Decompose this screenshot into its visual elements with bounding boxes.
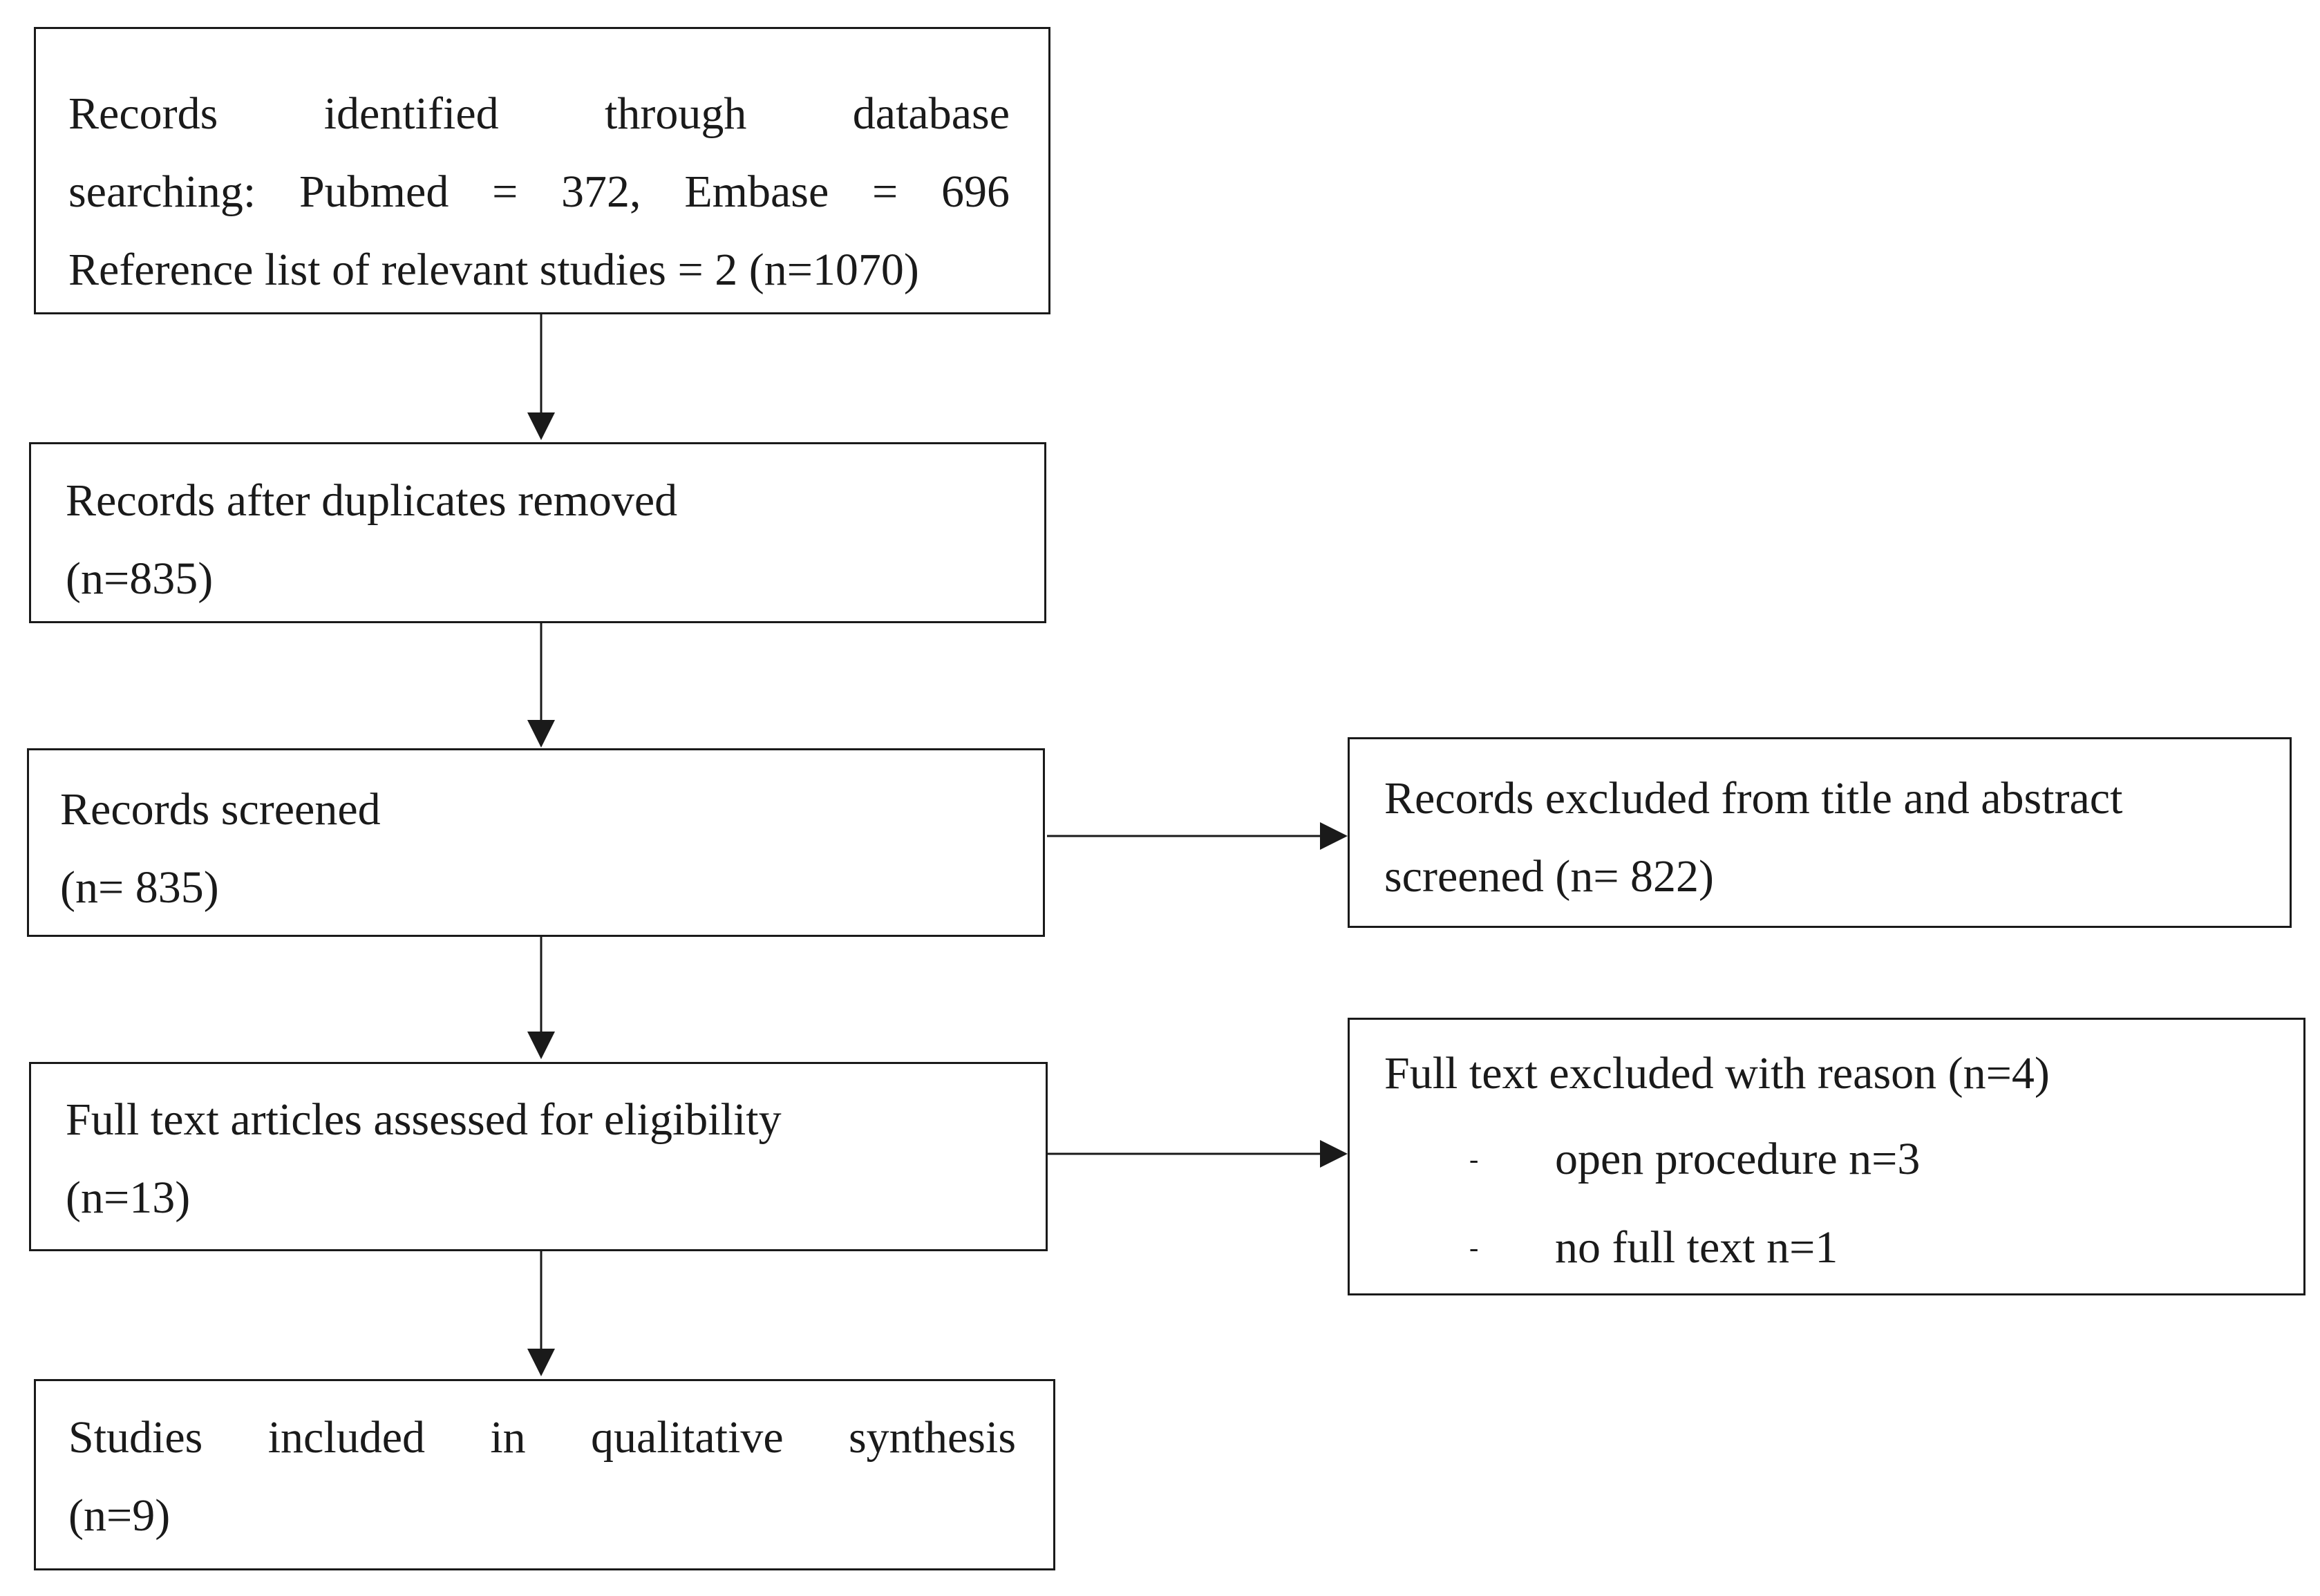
excluded-reason-item: - open procedure n=3 [1384, 1117, 2283, 1205]
excluded-fulltext-label: Full text excluded with reason (n=4) [1384, 1048, 2050, 1099]
arrow-duplicates-to-screened [527, 623, 555, 748]
identification-line-2: searching: Pubmed = 372, Embase = 696 [68, 167, 1010, 217]
excluded-screening-label: Records excluded from title and abstract [1384, 773, 2123, 824]
reason-text: open procedure n=3 [1555, 1134, 1921, 1184]
excluded-reason-item: - no full text n=1 [1384, 1205, 2283, 1293]
eligibility-label: Full text articles assessed for eligibil… [66, 1094, 782, 1145]
duplicates-removed-box: Records after duplicates removed (n=835) [29, 442, 1046, 623]
excluded-fulltext-box: Full text excluded with reason (n=4) - o… [1348, 1018, 2305, 1295]
eligibility-box: Full text articles assessed for eligibil… [29, 1062, 1048, 1251]
included-count: (n=9) [68, 1490, 171, 1541]
eligibility-count: (n=13) [66, 1172, 191, 1223]
arrow-eligibility-to-excluded [1048, 1140, 1348, 1168]
screened-count: (n= 835) [60, 862, 219, 913]
excluded-screening-count: screened (n= 822) [1384, 851, 1715, 902]
reason-bullet: - [1469, 1143, 1479, 1175]
duplicates-removed-label: Records after duplicates removed [66, 475, 678, 526]
included-label: Studies included in qualitative synthesi… [68, 1412, 1016, 1463]
screened-box: Records screened (n= 835) [27, 748, 1045, 937]
arrow-screened-to-excluded [1047, 822, 1348, 850]
included-box: Studies included in qualitative synthesi… [34, 1379, 1055, 1570]
reason-text: no full text n=1 [1555, 1222, 1838, 1273]
duplicates-removed-count: (n=835) [66, 553, 214, 604]
identification-line-3: Reference list of relevant studies = 2 (… [68, 245, 919, 295]
screened-label: Records screened [60, 784, 381, 835]
excluded-screening-box: Records excluded from title and abstract… [1348, 737, 2292, 928]
identification-line-1: Records identified through database [68, 88, 1010, 139]
arrow-eligibility-to-included [527, 1251, 555, 1376]
reason-bullet: - [1469, 1232, 1479, 1263]
identification-box: Records identified through database sear… [34, 27, 1050, 314]
arrow-screened-to-eligibility [527, 937, 555, 1059]
arrow-identification-to-duplicates [527, 314, 555, 440]
